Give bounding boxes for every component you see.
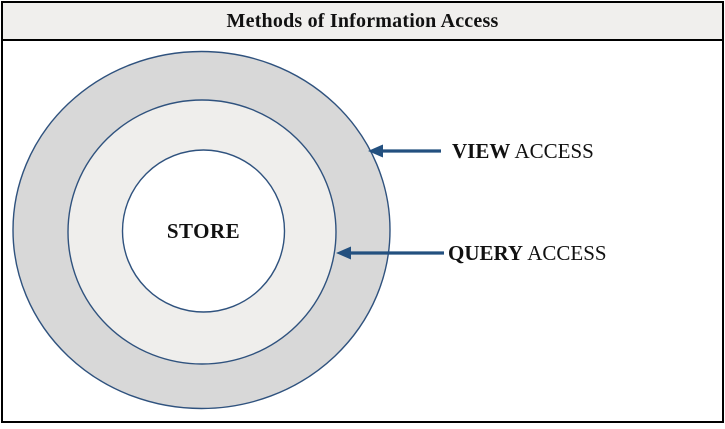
query-access-label-bold: QUERY (448, 241, 524, 265)
view-access-arrow (368, 144, 441, 158)
view-access-label: VIEW ACCESS (452, 139, 594, 163)
title-bar: Methods of Information Access (3, 3, 722, 41)
view-access-label-bold: VIEW (452, 139, 511, 163)
query-access-arrow (336, 246, 444, 260)
page-title: Methods of Information Access (226, 9, 499, 32)
store-label: STORE (166, 219, 241, 243)
inner-circle-store (121, 149, 286, 313)
query-access-label: QUERY ACCESS (448, 241, 607, 265)
query-arrowhead-icon (336, 246, 351, 260)
query-access-label-rest: ACCESS (527, 241, 607, 265)
view-arrowhead-icon (368, 144, 383, 158)
view-access-label-rest: ACCESS (514, 139, 594, 163)
